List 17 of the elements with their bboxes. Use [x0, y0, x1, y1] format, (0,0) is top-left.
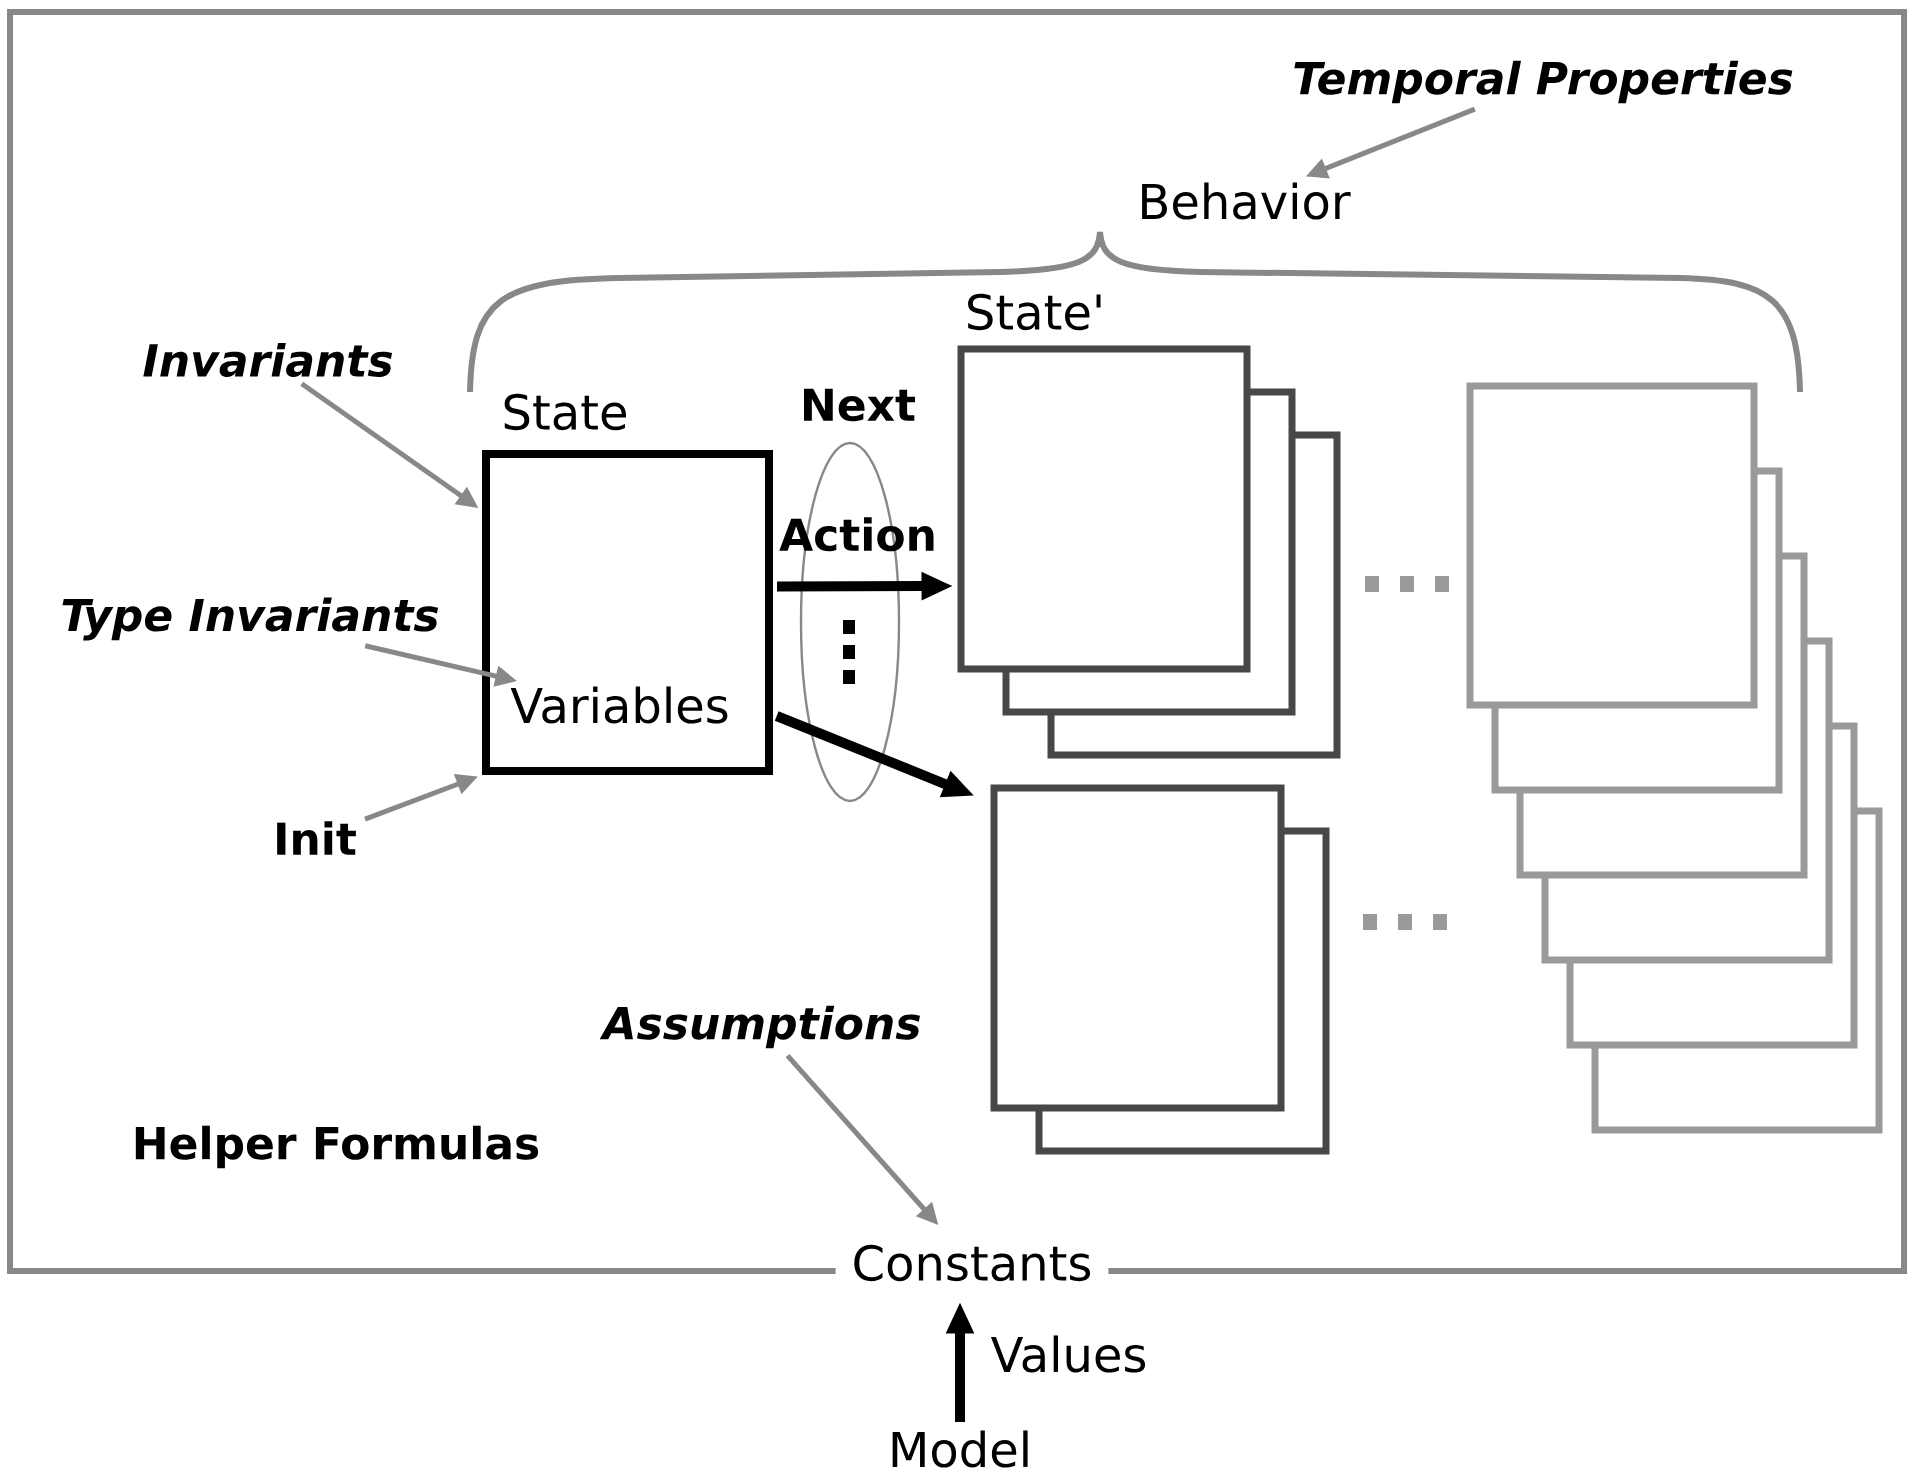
- constants-label: Constants: [835, 1228, 1109, 1298]
- model-label: Model: [892, 1430, 1028, 1468]
- property-label: Assumptions: [599, 1005, 920, 1049]
- node-label: State': [968, 293, 1101, 331]
- property-label: Temporal Properties: [1294, 60, 1793, 104]
- behavior-label: Behavior: [1142, 182, 1351, 220]
- node-label: State: [504, 393, 626, 431]
- state-box: State Variables: [482, 393, 773, 775]
- helper-label: Helper Formulas: [135, 1125, 539, 1169]
- action-label: Next Action: [779, 388, 934, 552]
- box-stack: [990, 784, 1330, 1155]
- box-stack: [1466, 382, 1883, 1134]
- property-label: Type Invariants: [62, 597, 439, 641]
- init-label: Init: [277, 821, 356, 855]
- edge-label: Values: [986, 1331, 1152, 1377]
- state-stack: State': [957, 293, 1341, 759]
- property-label: Invariants: [143, 342, 393, 378]
